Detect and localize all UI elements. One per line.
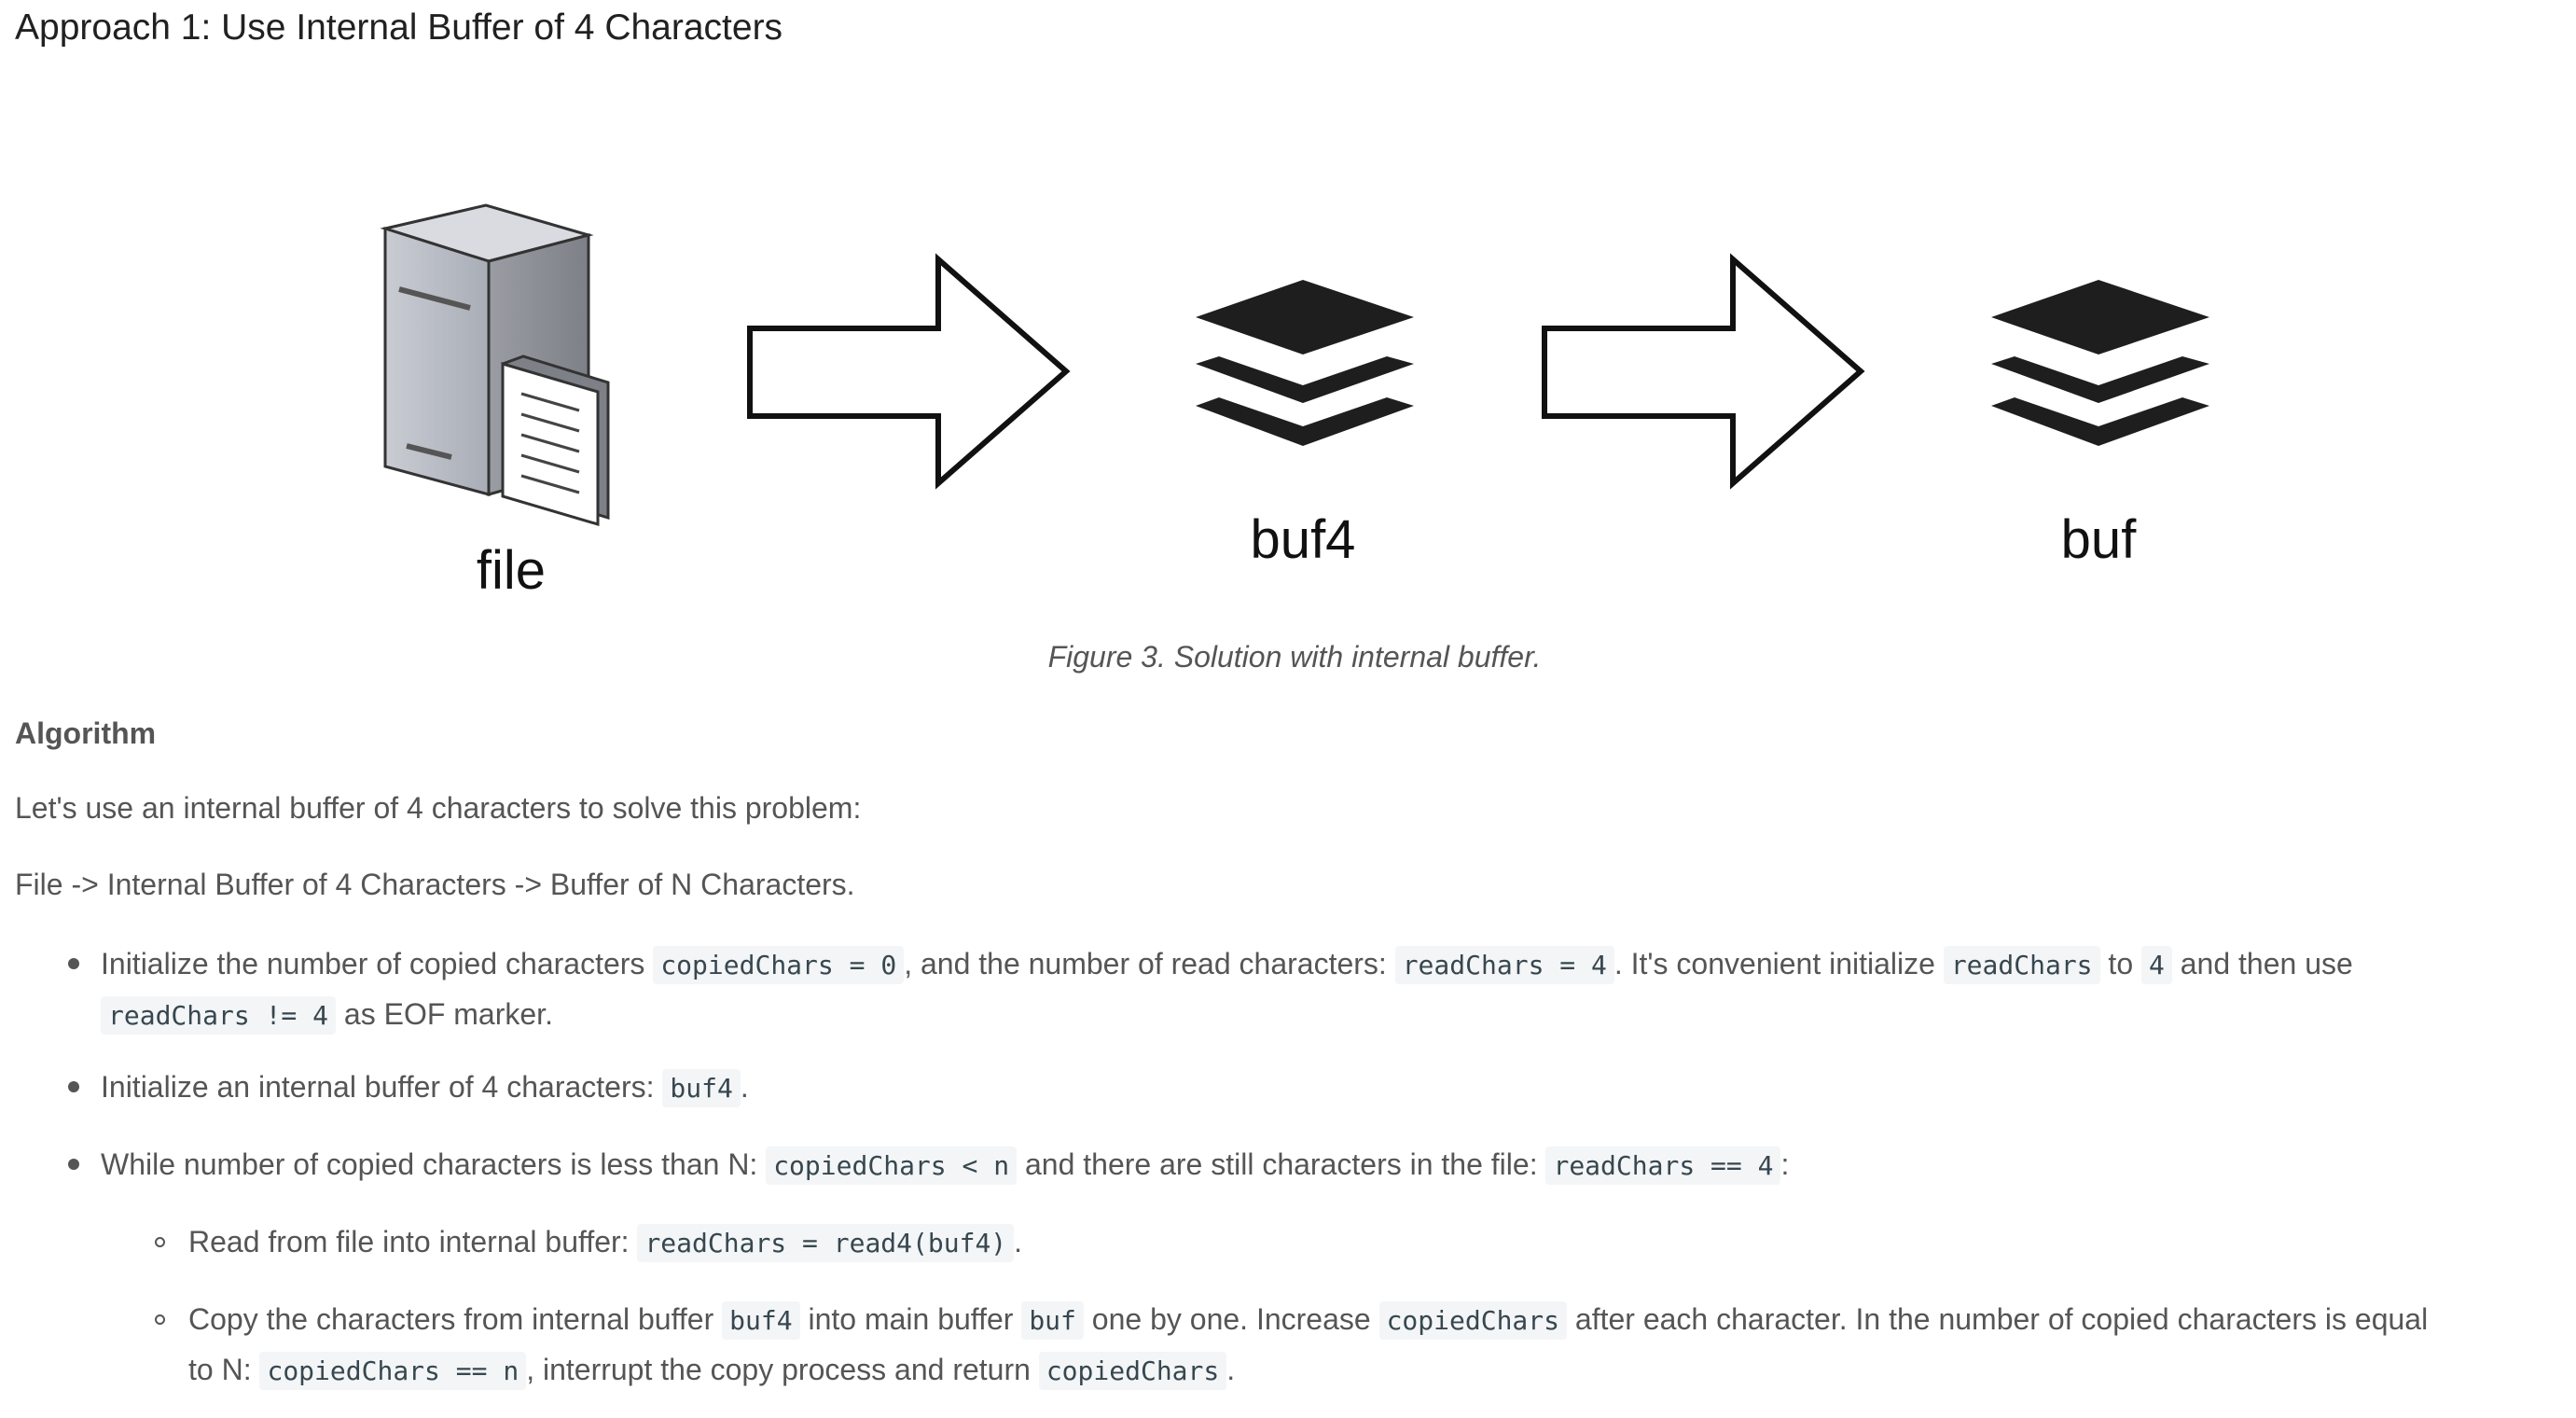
- sub-list-item: Copy the characters from internal buffer…: [188, 1295, 2567, 1396]
- code-buf: buf: [1021, 1301, 1084, 1340]
- text: , and the number of read characters:: [904, 947, 1395, 980]
- text: .: [1014, 1225, 1023, 1258]
- code-readChars-eq: readChars == 4: [1545, 1147, 1781, 1185]
- code-copiedChars-eq-n: copiedChars == n: [259, 1352, 527, 1390]
- text: .: [1226, 1353, 1236, 1386]
- bullet-dot: [68, 1081, 79, 1092]
- list-item: While number of copied characters is les…: [101, 1140, 1789, 1190]
- right-arrow-icon: [747, 253, 1071, 490]
- figure-caption: Figure 3. Solution with internal buffer.: [1047, 640, 1542, 674]
- sub-list-item: Read from file into internal buffer: rea…: [188, 1217, 1022, 1268]
- text: Copy the characters from internal buffer: [188, 1302, 723, 1336]
- text: into main buffer: [799, 1302, 1022, 1336]
- text: Initialize an internal buffer of 4 chara…: [101, 1070, 663, 1104]
- list-item: Initialize an internal buffer of 4 chara…: [101, 1063, 749, 1113]
- bullet-dot: [68, 1159, 79, 1170]
- text: and then use: [2171, 947, 2353, 980]
- bullet-dot: [68, 958, 79, 969]
- buf4-label: buf4: [1250, 509, 1356, 570]
- text: one by one. Increase: [1083, 1302, 1379, 1336]
- text: and there are still characters in the fi…: [1017, 1147, 1546, 1181]
- algorithm-heading: Algorithm: [15, 716, 157, 750]
- code-loop-condition: copiedChars < n: [766, 1147, 1018, 1185]
- text: While number of copied characters is les…: [101, 1147, 767, 1181]
- text: to: [2099, 947, 2141, 980]
- code-four: 4: [2141, 946, 2172, 984]
- sub-list-item-line: to N: copiedChars == n, interrupt the co…: [188, 1345, 2567, 1396]
- code-copiedChars: copiedChars: [1378, 1301, 1567, 1340]
- page-title: Approach 1: Use Internal Buffer of 4 Cha…: [15, 7, 783, 48]
- code-readChars-init: readChars = 4: [1394, 946, 1614, 984]
- right-arrow-icon: [1542, 253, 1865, 490]
- file-label: file: [476, 540, 547, 601]
- figure-diagram: [380, 203, 2209, 527]
- list-item-line: readChars != 4 as EOF marker.: [101, 990, 2544, 1040]
- text: . It's convenient initialize: [1613, 947, 1944, 980]
- buf-label: buf: [2060, 509, 2137, 570]
- figure: file buf4 buf: [15, 187, 2576, 616]
- text: as EOF marker.: [336, 997, 553, 1031]
- layers-icon: [1196, 280, 1414, 446]
- code-copiedChars-init: copiedChars = 0: [653, 946, 905, 984]
- flow-text: File -> Internal Buffer of 4 Characters …: [15, 868, 855, 901]
- server-file-icon: [380, 203, 610, 527]
- intro-text: Let's use an internal buffer of 4 charac…: [15, 791, 862, 825]
- sub-list-item-line: Copy the characters from internal buffer…: [188, 1295, 2567, 1345]
- code-readChars: readChars: [1943, 946, 2100, 984]
- sub-bullet-ring: [155, 1237, 165, 1247]
- text: .: [740, 1070, 749, 1104]
- sub-bullet-ring: [155, 1314, 165, 1325]
- text: :: [1780, 1147, 1790, 1181]
- code-buf4: buf4: [722, 1301, 800, 1340]
- code-eof-marker: readChars != 4: [101, 996, 337, 1035]
- code-buf4: buf4: [662, 1069, 741, 1107]
- text: Read from file into internal buffer:: [188, 1225, 638, 1258]
- list-item-line: Initialize the number of copied characte…: [101, 939, 2544, 990]
- text: Initialize the number of copied characte…: [101, 947, 654, 980]
- text: , interrupt the copy process and return: [526, 1353, 1039, 1386]
- layers-icon: [1991, 280, 2209, 446]
- list-item: Initialize the number of copied characte…: [101, 939, 2544, 1040]
- text: after each character. In the number of c…: [1567, 1302, 2429, 1336]
- code-read4-call: readChars = read4(buf4): [637, 1224, 1015, 1262]
- text: to N:: [188, 1353, 260, 1386]
- code-copiedChars-return: copiedChars: [1038, 1352, 1227, 1390]
